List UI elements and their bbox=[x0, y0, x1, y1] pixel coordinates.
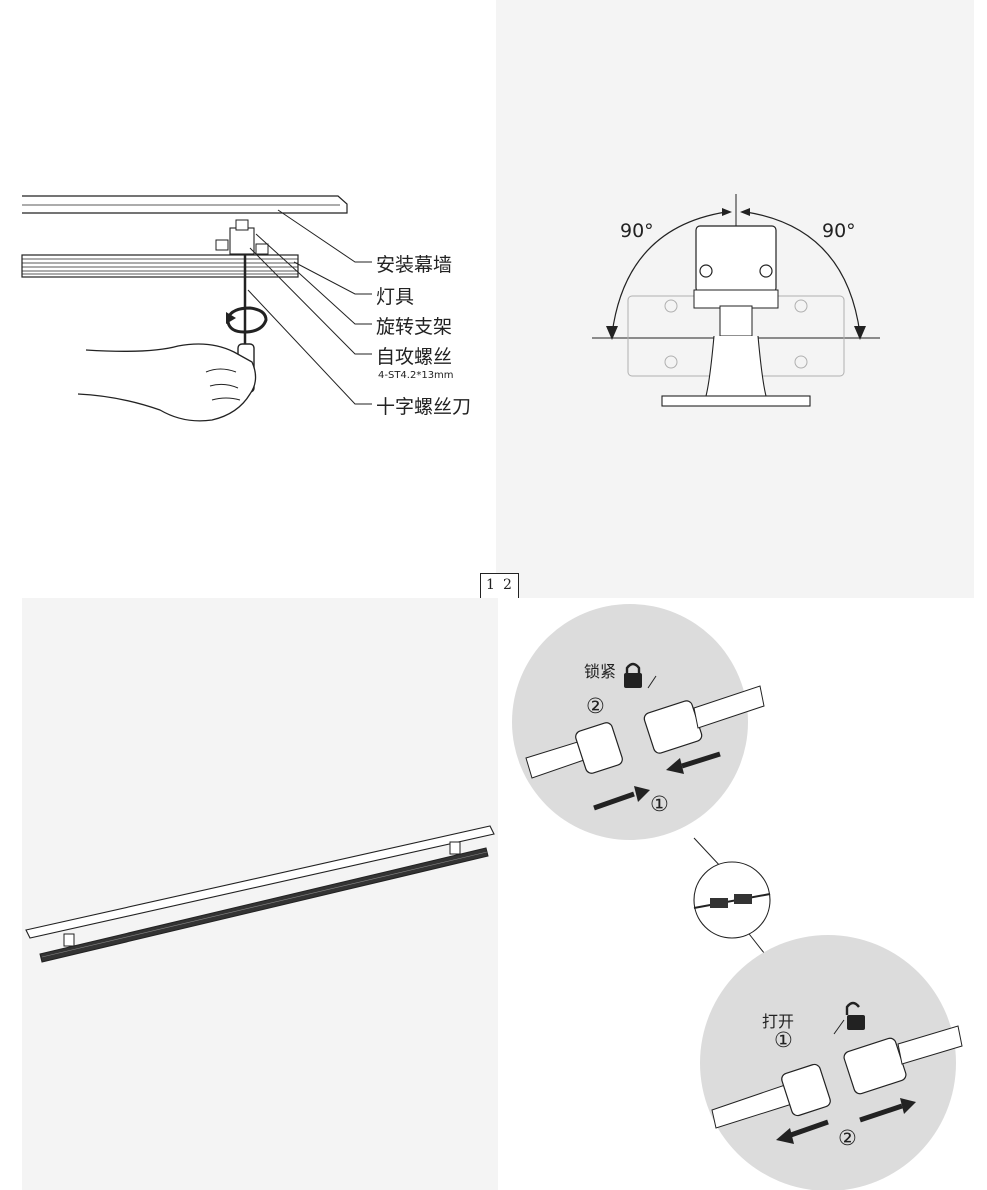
fixture-view-panel bbox=[22, 598, 498, 1190]
fixture-perspective-drawing bbox=[25, 825, 495, 963]
key-cell-1: 1 bbox=[486, 577, 495, 593]
angle-left: 90° bbox=[620, 220, 654, 242]
unlock-icon bbox=[845, 1001, 865, 1030]
connector-panel: 锁紧 ② ① 打开 ① ② bbox=[498, 598, 987, 1190]
lock-label: 锁紧 bbox=[584, 662, 617, 681]
connector-drawing bbox=[512, 604, 963, 1190]
label-screw-spec: 4-ST4.2*13mm bbox=[378, 370, 454, 381]
installation-drawing bbox=[21, 195, 372, 422]
unlock-label: 打开 bbox=[762, 1012, 795, 1031]
lock-step-1: ① bbox=[650, 792, 669, 816]
key-cell-2: 2 bbox=[503, 577, 512, 593]
label-rotating-bracket: 旋转支架 bbox=[376, 316, 453, 338]
unlock-step-2: ② bbox=[838, 1126, 857, 1150]
unlock-step-1: ① bbox=[774, 1028, 793, 1052]
lock-step-2: ② bbox=[586, 694, 605, 718]
lock-icon bbox=[624, 662, 642, 688]
angle-right: 90° bbox=[822, 220, 856, 242]
label-self-tapping-screw: 自攻螺丝 bbox=[376, 346, 453, 368]
label-screwdriver: 十字螺丝刀 bbox=[376, 396, 472, 418]
label-curtain-wall: 安装幕墙 bbox=[376, 254, 453, 276]
label-fixture: 灯具 bbox=[376, 286, 415, 308]
rotation-panel: 90° 90° bbox=[496, 0, 974, 598]
rotation-drawing bbox=[592, 194, 880, 407]
installation-panel: 安装幕墙 灯具 旋转支架 自攻螺丝 4-ST4.2*13mm 十字螺丝刀 bbox=[0, 0, 496, 596]
